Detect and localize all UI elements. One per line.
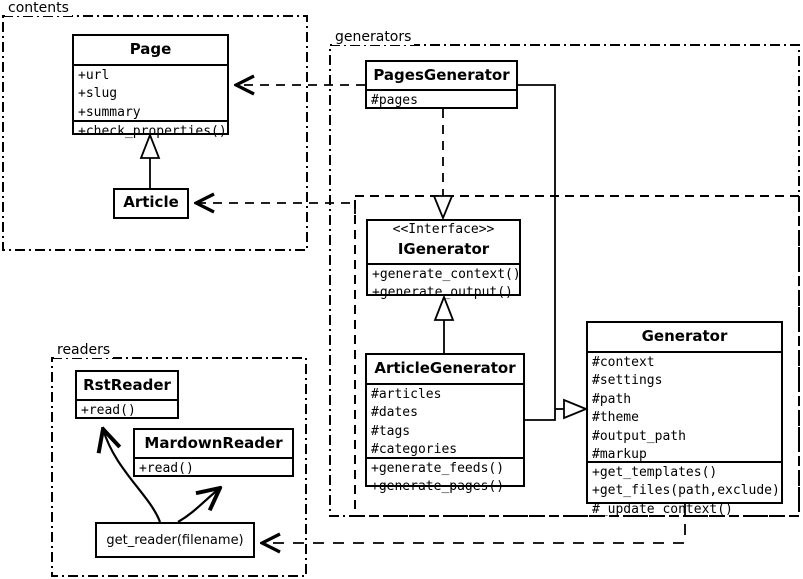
class-box-page[interactable]: Page +url +slug +summary +check_properti… [72,34,229,139]
method-generate-feeds: +generate_feeds() [371,461,505,476]
class-name-generator: Generator [641,327,728,345]
class-title-compartment-article: Article [115,190,187,217]
class-title-compartment-pagesgenerator: PagesGenerator [367,62,516,89]
class-title-compartment-page: Page [74,36,227,64]
class-stereotype-igenerator: <<Interface>> [392,222,495,237]
class-box-igenerator[interactable]: <<Interface>> IGenerator +generate_conte… [366,219,521,300]
class-box-articlegenerator[interactable]: ArticleGenerator #articles #dates #tags … [365,353,525,494]
class-methods-compartment-igenerator: +generate_context() +generate_output() [368,263,521,305]
class-methods-compartment-generator: +get_templates() +get_files(path,exclude… [588,461,781,521]
function-box-get-reader[interactable]: get_reader(filename) [95,522,255,558]
class-methods-compartment-page: +check_properties() [74,120,227,143]
class-name-articlegenerator: ArticleGenerator [374,359,516,377]
attribute-dates: #dates [371,405,418,421]
class-box-pagesgenerator[interactable]: PagesGenerator #pages [365,60,518,109]
package-label-readers: readers [54,342,114,358]
class-attributes-compartment-articlegenerator: #articles #dates #tags #categories [367,383,523,457]
class-methods-compartment-mardownreader: +read() [135,457,292,480]
attribute-theme: #theme [592,410,639,426]
class-attributes-compartment-generator: #context #settings #path #theme #output_… [588,351,781,462]
package-label-contents: contents [5,0,72,16]
method-generate-pages: +generate_pages() [371,479,505,495]
relation-pagesgenerator-realizes-igenerator [432,109,454,221]
class-attributes-compartment-page: +url +slug +summary [74,64,227,120]
attribute-slug: +slug [78,86,118,102]
attribute-url: +url [78,68,110,83]
attribute-pages: #pages [371,93,418,108]
attribute-context: #context [592,355,655,370]
class-title-compartment-rstreader: RstReader [77,372,177,399]
relation-articlegenerator-inherits-generator [525,398,589,421]
method-read-rstreader: +read() [81,403,136,418]
class-methods-compartment-articlegenerator: +generate_feeds() +generate_pages() [367,457,523,499]
method-generate-context: +generate_context() [372,267,521,282]
class-attributes-compartment-pagesgenerator: #pages [367,89,516,112]
class-title-compartment-articlegenerator: ArticleGenerator [367,355,523,383]
class-name-article: Article [123,193,179,212]
class-name-igenerator: IGenerator [397,239,490,258]
class-title-compartment-mardownreader: MardownReader [135,430,292,457]
method-get-templates: +get_templates() [592,465,718,480]
method-get-files: +get_files(path,exclude) [592,483,780,499]
class-name-page: Page [129,40,172,58]
class-box-article[interactable]: Article [113,188,189,219]
method-read-mardownreader: +read() [139,461,194,476]
method-generate-output: +generate_output() [372,285,513,301]
attribute-settings: #settings [592,373,663,389]
package-label-generators: generators [332,29,415,45]
class-box-generator[interactable]: Generator #context #settings #path #them… [586,321,783,517]
class-name-rstreader: RstReader [83,376,171,394]
relation-get-reader-returns-mardownreader [177,488,220,523]
method-update-context: #_update_context() [592,501,733,517]
class-name-mardownreader: MardownReader [144,434,283,452]
function-label-get-reader: get_reader(filename) [106,532,244,548]
attribute-output-path: #output_path [592,428,686,444]
class-title-compartment-igenerator: <<Interface>> IGenerator [368,221,519,263]
class-box-rstreader[interactable]: RstReader +read() [75,370,179,419]
attribute-path: #path [592,391,632,407]
class-box-mardownreader[interactable]: MardownReader +read() [133,428,294,477]
relation-articlegenerator-inherits-igenerator [433,294,455,353]
class-title-compartment-generator: Generator [588,323,781,351]
attribute-articles: #articles [371,387,442,402]
method-check-properties: +check_properties() [78,124,227,139]
class-name-pagesgenerator: PagesGenerator [373,66,510,84]
class-methods-compartment-rstreader: +read() [77,399,177,422]
attribute-tags: #tags [371,423,411,439]
relation-articlegenerator-depends-article [196,203,356,214]
